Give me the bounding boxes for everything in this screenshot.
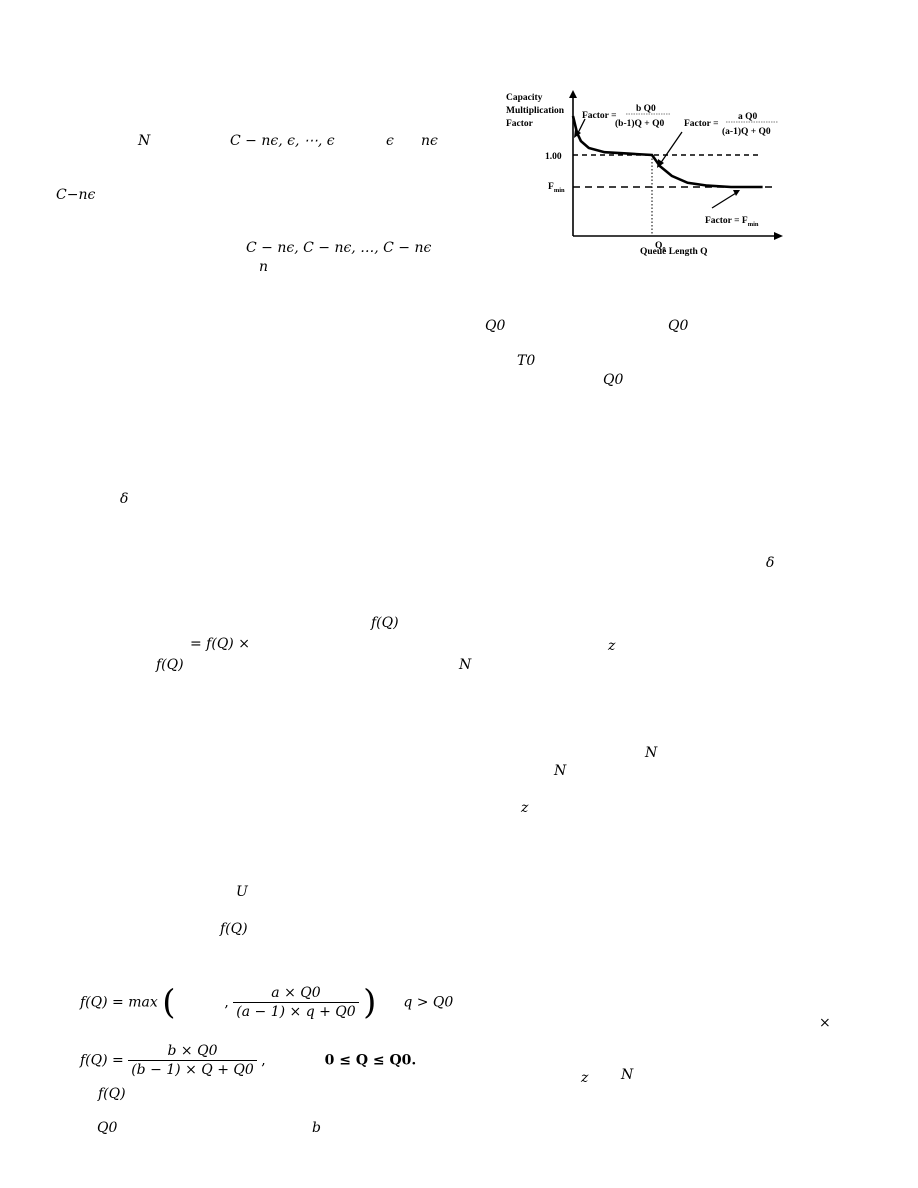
tick-label-q0: Q0 <box>655 241 666 253</box>
math-c-minus-n-epsilon: C−nϵ <box>56 187 96 203</box>
equation-2-lhs: f(Q) = <box>80 1052 124 1069</box>
math-N-c: N <box>645 745 658 761</box>
math-Q0-b: Q0 <box>668 318 689 334</box>
capacity-factor-chart: Capacity Multiplication Factor 1.00 Fmin… <box>506 90 783 257</box>
annotation-1-numerator: b Q0 <box>636 104 656 114</box>
tick-label-1-00: 1.00 <box>545 152 562 162</box>
equation-1-condition: q > Q0 <box>403 994 454 1011</box>
math-Q0-c: Q0 <box>603 372 624 388</box>
annotation-2-denominator: (a-1)Q + Q0 <box>722 126 771 137</box>
math-b-var: b <box>312 1120 321 1136</box>
equation-2-fraction: b × Q0 (b − 1) × Q + Q0 <box>128 1043 257 1078</box>
math-fQ-c: f(Q) <box>220 921 248 937</box>
y-axis-label-line-3: Factor <box>506 119 534 129</box>
math-U: U <box>236 884 248 900</box>
equation-1-fraction: a × Q0 (a − 1) × q + Q0 <box>233 985 359 1020</box>
annotation-2-label: Factor = <box>684 119 719 129</box>
equation-1-denominator: (a − 1) × q + Q0 <box>236 1004 356 1020</box>
equation-2: f(Q) = b × Q0 (b − 1) × Q + Q0 , 0 ≤ Q ≤… <box>80 1043 417 1078</box>
annotation-3-arrowhead <box>733 190 740 196</box>
math-capacity-sequence-2: C − nϵ, C − nϵ, …, C − nϵ <box>246 240 432 256</box>
math-capacity-sequence: C − nϵ, ϵ, ⋯, ϵ <box>230 133 335 149</box>
math-z-b: z <box>521 800 529 816</box>
annotation-3-label: Factor = Fmin <box>705 216 759 228</box>
equation-2-denominator: (b − 1) × Q + Q0 <box>131 1062 254 1078</box>
y-axis-label-line-2: Multiplication <box>506 106 565 116</box>
math-N-e: N <box>621 1067 634 1083</box>
math-n-epsilon: nϵ <box>421 133 438 149</box>
equation-1: f(Q) = max ( , a × Q0 (a − 1) × q + Q0 )… <box>80 982 454 1023</box>
math-n: n <box>259 259 269 275</box>
annotation-3-arrow <box>711 192 737 209</box>
math-fQ-b: f(Q) <box>156 657 184 673</box>
math-N: N <box>138 133 151 149</box>
math-z-c: z <box>581 1070 589 1086</box>
math-fQ-d: f(Q) <box>98 1086 126 1102</box>
factor-curve <box>571 115 763 189</box>
math-fQ-a: f(Q) <box>371 615 399 631</box>
annotation-1-arrowhead <box>574 129 581 138</box>
math-epsilon: ϵ <box>386 133 394 149</box>
annotation-1-label: Factor = <box>582 111 617 121</box>
annotation-1-denominator: (b-1)Q + Q0 <box>615 118 664 129</box>
y-axis-arrow <box>569 90 577 98</box>
x-axis-arrow <box>774 232 783 240</box>
math-delta-b: δ <box>766 555 775 571</box>
right-paren: ) <box>363 982 377 1023</box>
equation-2-numerator: b × Q0 <box>128 1043 257 1061</box>
annotation-2-numerator: a Q0 <box>738 112 758 122</box>
annotation-2-arrowhead <box>657 159 664 168</box>
left-paren: ( <box>162 982 176 1023</box>
equation-1-lhs: f(Q) = max <box>80 994 158 1011</box>
math-delta-a: δ <box>120 491 129 507</box>
math-N-b: N <box>459 657 472 673</box>
math-times: × <box>819 1015 831 1031</box>
equation-1-numerator: a × Q0 <box>233 985 359 1003</box>
y-axis-label-line-1: Capacity <box>506 93 543 103</box>
equation-2-condition: 0 ≤ Q ≤ Q0. <box>324 1052 417 1069</box>
math-eq-fQ-times: = f(Q) × <box>190 636 250 652</box>
math-N-d: N <box>554 763 567 779</box>
math-Q0-d: Q0 <box>97 1120 118 1136</box>
math-Q0-a: Q0 <box>485 318 506 334</box>
tick-label-fmin: Fmin <box>548 182 565 194</box>
annotation-2-arrow <box>659 131 683 165</box>
x-axis-label: Queue Length Q <box>640 247 708 257</box>
math-T0: T0 <box>517 353 536 369</box>
math-z-a: z <box>608 638 616 654</box>
